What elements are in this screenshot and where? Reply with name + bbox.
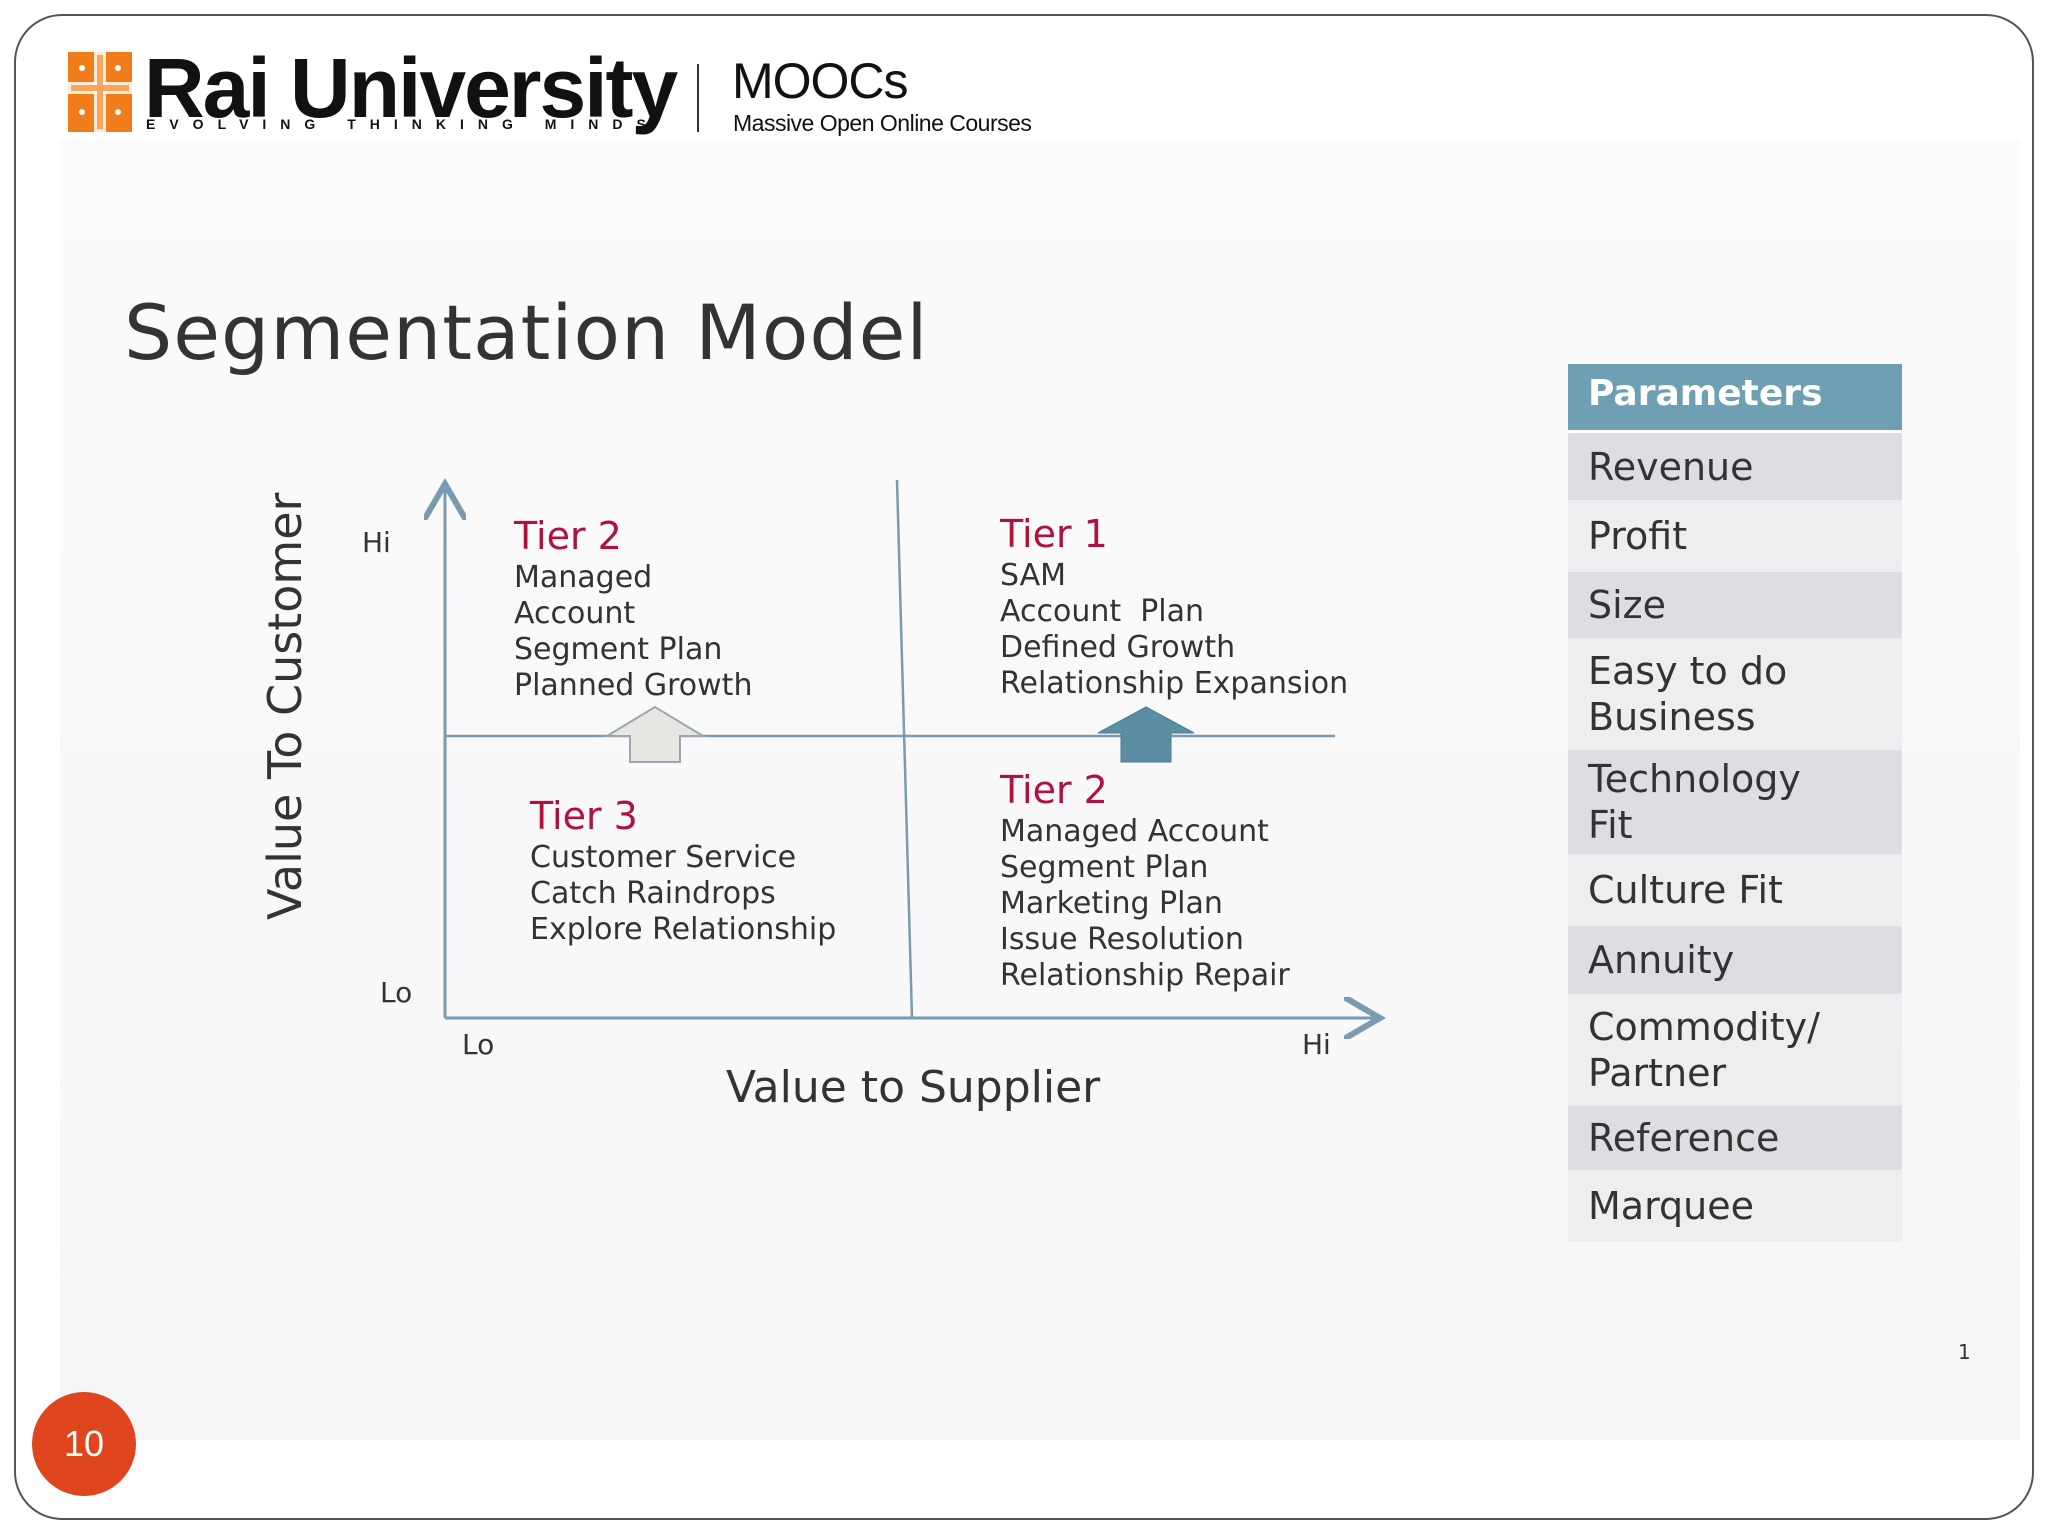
quadrant-line: Planned Growth xyxy=(514,668,753,703)
parameters-header: Parameters xyxy=(1568,364,1902,433)
parameter-label: Culture Fit xyxy=(1588,867,1783,913)
parameter-label: Size xyxy=(1588,582,1666,628)
page-marker: 1 xyxy=(1958,1340,1971,1364)
university-tagline: EVOLVING THINKING MINDS xyxy=(146,116,660,132)
university-name: Rai University xyxy=(144,41,678,135)
university-crest-icon xyxy=(68,52,132,132)
parameter-row: Marquee xyxy=(1568,1170,1902,1242)
quadrant-line: Marketing Plan xyxy=(1000,886,1223,921)
quadrant-top-left-text: Managed Account Segment Plan Planned Gro… xyxy=(514,560,752,704)
quadrant-bottom-left-text: Customer Service Catch Raindrops Explore… xyxy=(530,840,836,948)
y-lo-tick: Lo xyxy=(380,976,413,1009)
quadrant-top-left-tier: Tier 2 xyxy=(514,514,622,558)
parameter-line: Size xyxy=(1588,583,1667,627)
quadrant-line: SAM xyxy=(1000,558,1067,593)
quadrant-line: Managed xyxy=(514,560,653,595)
parameter-row: Profit xyxy=(1568,500,1902,572)
parameter-line: Fit xyxy=(1588,803,1633,847)
quadrant-line: Issue Resolution xyxy=(1000,922,1244,957)
parameter-label: Annuity xyxy=(1588,937,1734,983)
parameter-label: Profit xyxy=(1588,513,1687,559)
quadrant-bottom-right-text: Managed Account Segment Plan Marketing P… xyxy=(1000,814,1290,994)
parameter-label: Technology Fit xyxy=(1588,756,1801,848)
quadrant-line: Account Plan xyxy=(1000,594,1205,629)
parameter-line: Culture Fit xyxy=(1588,868,1783,912)
parameters-table: Parameters Revenue Profit Size Easy to d… xyxy=(1568,364,1902,1242)
slide-title: Segmentation Model xyxy=(124,288,929,377)
parameter-line: Marquee xyxy=(1588,1184,1754,1228)
parameter-line: Profit xyxy=(1588,514,1688,558)
quadrant-bottom-left-tier: Tier 3 xyxy=(530,794,638,838)
header-divider xyxy=(697,64,699,132)
quadrant-line: Customer Service xyxy=(530,840,797,875)
quadrant-line: Relationship Repair xyxy=(1000,958,1290,993)
parameter-line: Easy to do xyxy=(1588,649,1788,693)
mooc-title: MOOCs xyxy=(732,53,909,109)
parameter-label: Easy to do Business xyxy=(1588,648,1787,740)
parameter-line: Business xyxy=(1588,695,1756,739)
quadrant-line: Segment Plan xyxy=(514,632,723,667)
y-axis-label: Value To Customer xyxy=(258,492,312,920)
mooc-subtitle: Massive Open Online Courses xyxy=(733,110,1032,136)
up-arrow-left-icon xyxy=(603,705,707,763)
parameter-line: Commodity/ xyxy=(1588,1005,1820,1049)
quadrant-bottom-right-tier: Tier 2 xyxy=(1000,768,1108,812)
parameter-line: Partner xyxy=(1588,1051,1727,1095)
quadrant-line: Relationship Expansion xyxy=(1000,666,1349,701)
parameter-row: Annuity xyxy=(1568,926,1902,994)
parameter-line: Annuity xyxy=(1588,938,1735,982)
quadrant-line: Segment Plan xyxy=(1000,850,1209,885)
x-axis-label: Value to Supplier xyxy=(726,1062,1101,1113)
parameter-row: Size xyxy=(1568,572,1902,638)
parameter-line: Technology xyxy=(1588,757,1801,801)
parameter-row: Revenue xyxy=(1568,433,1902,500)
quadrant-top-right-text: SAM Account Plan Defined Growth Relation… xyxy=(1000,558,1348,702)
parameter-label: Reference xyxy=(1588,1115,1779,1161)
x-lo-tick: Lo xyxy=(462,1028,495,1061)
parameter-row: Commodity/ Partner xyxy=(1568,994,1902,1106)
parameter-line: Reference xyxy=(1588,1116,1780,1160)
slide-number-badge: 10 xyxy=(32,1392,136,1496)
parameter-row: Easy to do Business xyxy=(1568,638,1902,750)
parameter-label: Commodity/ Partner xyxy=(1588,1004,1820,1096)
quadrant-line: Account xyxy=(514,596,636,631)
y-hi-tick: Hi xyxy=(362,526,391,559)
parameter-line: Revenue xyxy=(1588,444,1754,489)
parameter-row: Reference xyxy=(1568,1106,1902,1170)
quadrant-line: Defined Growth xyxy=(1000,630,1236,665)
vertical-divider xyxy=(895,479,914,1019)
up-arrow-right-icon xyxy=(1097,706,1195,763)
parameter-row: Culture Fit xyxy=(1568,854,1902,926)
x-hi-tick: Hi xyxy=(1302,1028,1331,1061)
quadrant-line: Catch Raindrops xyxy=(530,876,776,911)
parameter-label: Revenue xyxy=(1588,444,1754,490)
quadrant-line: Managed Account xyxy=(1000,814,1269,849)
parameter-label: Marquee xyxy=(1588,1183,1754,1229)
quadrant-top-right-tier: Tier 1 xyxy=(1000,512,1108,556)
quadrant-line: Explore Relationship xyxy=(530,912,837,947)
parameter-row: Technology Fit xyxy=(1568,750,1902,854)
